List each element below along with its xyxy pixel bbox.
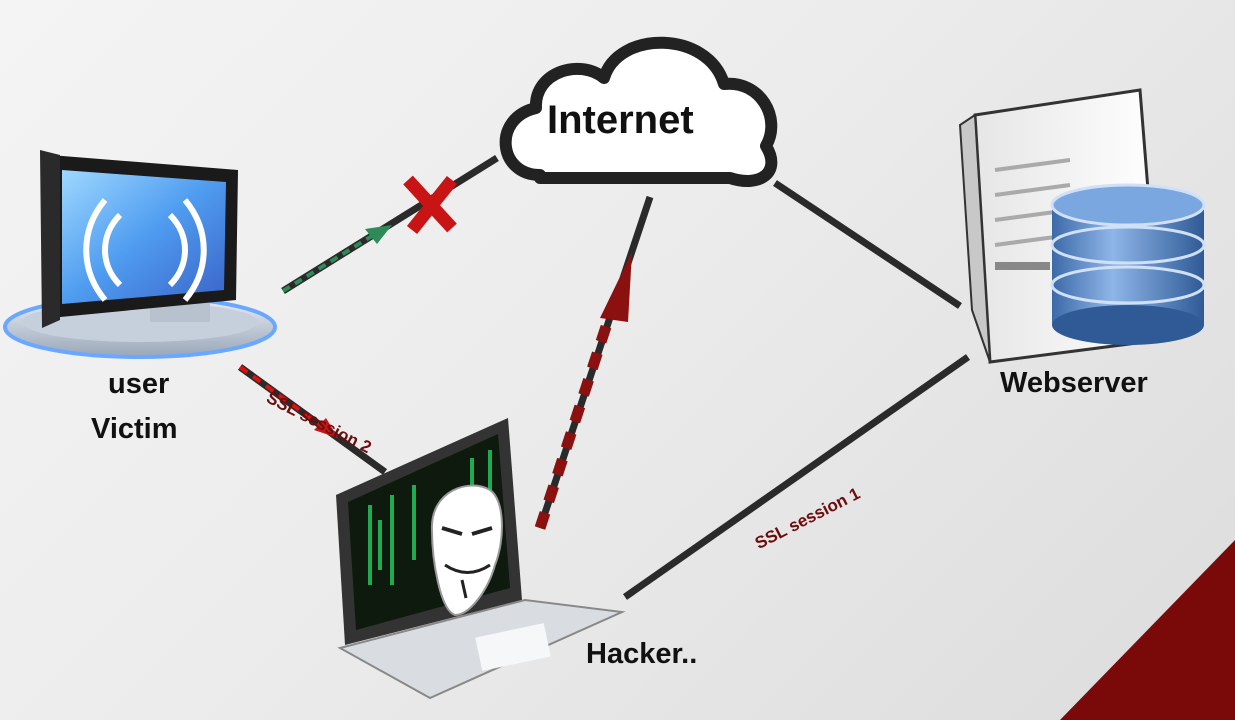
blocked-arrow-head bbox=[365, 225, 392, 244]
link-victim-internet-dash bbox=[281, 229, 382, 293]
ssl2-arrow-head bbox=[314, 418, 338, 438]
hacker-label: Hacker.. bbox=[586, 638, 698, 670]
link-hacker-webserver bbox=[622, 354, 971, 600]
mask-icon bbox=[430, 484, 503, 617]
database-icon bbox=[1050, 183, 1206, 345]
link-victim-hacker bbox=[237, 364, 388, 475]
blocked-cross-icon bbox=[403, 175, 458, 235]
link-internet-webserver bbox=[773, 180, 962, 309]
cloud-icon bbox=[499, 36, 778, 187]
corner-accent bbox=[1060, 540, 1235, 720]
user-label: user bbox=[108, 368, 170, 400]
attack-arrow-head bbox=[600, 252, 632, 322]
monitor-icon bbox=[3, 150, 277, 359]
victim-label: Victim bbox=[91, 413, 178, 445]
link-victim-internet bbox=[281, 155, 499, 294]
link-hacker-internet-dash bbox=[534, 288, 624, 530]
link-victim-hacker-dash bbox=[238, 365, 332, 434]
internet-label: Internet bbox=[547, 98, 694, 142]
webserver-label: Webserver bbox=[1000, 367, 1148, 399]
